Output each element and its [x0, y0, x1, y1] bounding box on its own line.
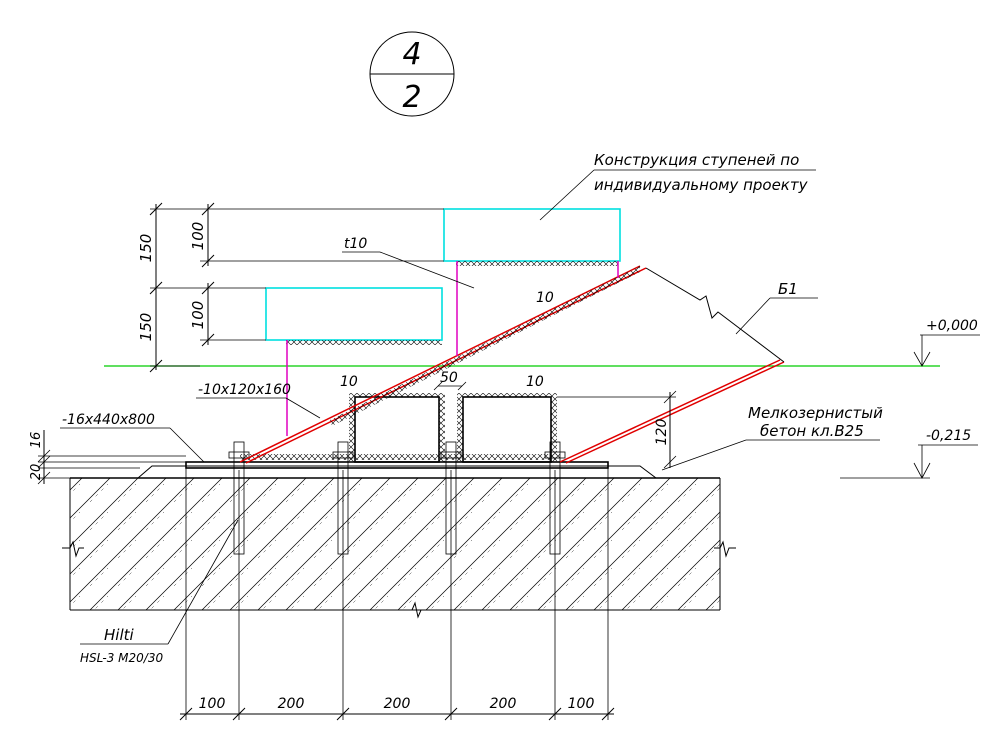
section-mark-bottom: 2 — [402, 80, 421, 115]
dim-20: 20 — [29, 464, 44, 481]
gap-50-label: 50 — [440, 370, 458, 386]
bottom-dim-1: 100 — [199, 696, 226, 712]
plate-base-label: -16х440х800 — [62, 412, 155, 428]
plate-base-leader — [60, 427, 205, 463]
plate-t10-label: t10 — [344, 236, 367, 252]
level-zero-label: +0,000 — [926, 318, 978, 334]
bottom-dim-3: 200 — [384, 696, 411, 712]
stringer-b1-label: Б1 — [778, 280, 798, 298]
plate-thickness-dims — [37, 430, 186, 485]
dim-lower-100: 100 — [189, 301, 207, 330]
height-120-dim — [557, 390, 677, 469]
section-mark-top: 4 — [402, 37, 421, 72]
concrete-note-line2: бетон кл.В25 — [760, 422, 864, 440]
stringer-break-line — [645, 267, 785, 363]
anchor-note-line2: HSL-3 M20/30 — [80, 651, 163, 665]
plate-small-leader — [196, 397, 321, 419]
anchor-note-leader — [80, 519, 239, 645]
concrete-note-leader — [661, 439, 880, 471]
dim-upper-150: 150 — [137, 234, 155, 263]
anchor-note-line1: Hilti — [104, 626, 134, 644]
height-120-label: 120 — [654, 419, 670, 446]
weld-10-upper: 10 — [536, 290, 554, 306]
weld-10-left: 10 — [340, 374, 358, 390]
concrete-topping — [136, 465, 658, 479]
b1-leader — [735, 297, 818, 335]
dim-lower-150: 150 — [137, 313, 155, 342]
bottom-dim-2: 200 — [278, 696, 305, 712]
dim-upper-100: 100 — [189, 222, 207, 251]
concrete-note-line1: Мелкозернистый — [748, 404, 883, 422]
level-minus-label: -0,215 — [926, 428, 971, 444]
bottom-dim-chain — [179, 468, 615, 721]
plate-small-label: -10х120х160 — [198, 382, 291, 398]
bottom-dim-4: 200 — [490, 696, 517, 712]
box-members — [240, 393, 560, 463]
section-mark: 4 2 — [369, 31, 455, 117]
steps — [265, 208, 621, 345]
t10-leader — [342, 251, 475, 289]
level-minus-mark — [840, 444, 978, 479]
base-plate — [185, 461, 609, 469]
steps-note-leader — [539, 169, 816, 221]
steps-note-line1: Конструкция ступеней по — [594, 151, 799, 169]
step-posts — [286, 261, 619, 436]
dim-16: 16 — [29, 432, 44, 449]
level-zero-mark — [913, 334, 980, 367]
bottom-dim-5: 100 — [568, 696, 595, 712]
concrete-slab — [62, 477, 736, 619]
gap-50-dim — [433, 381, 467, 391]
steps-note-line2: индивидуальному проекту — [594, 176, 809, 194]
weld-10-right: 10 — [526, 374, 544, 390]
